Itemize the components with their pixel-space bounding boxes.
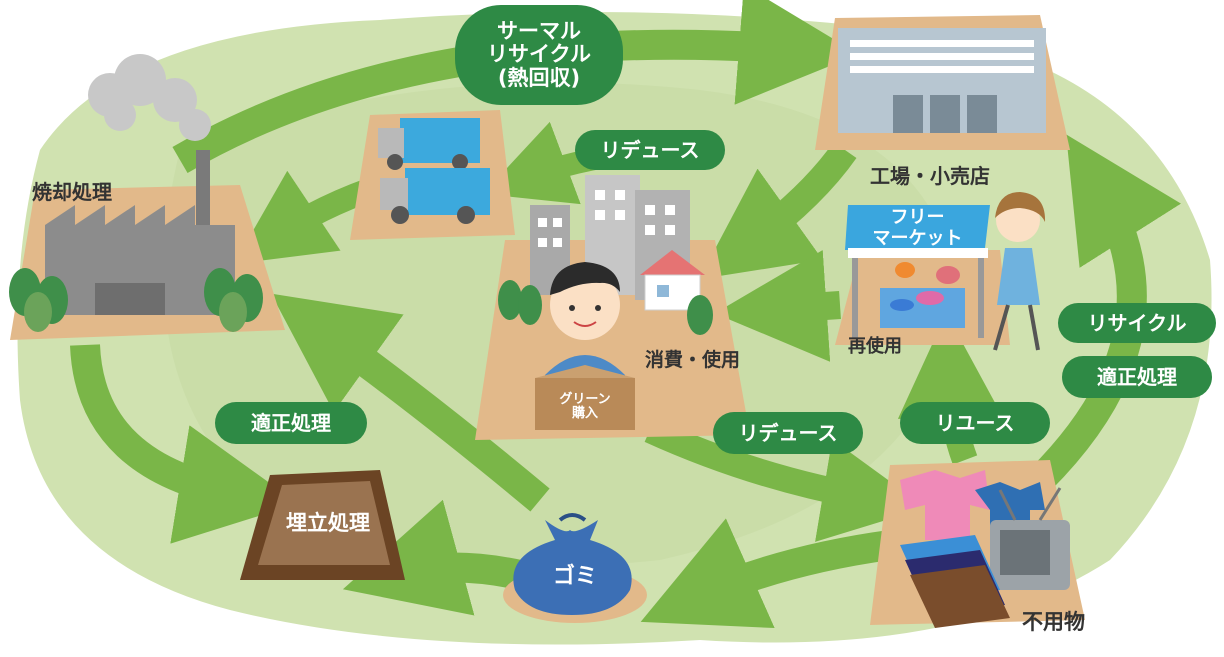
reuse-place-label: 再使用 [848, 336, 902, 357]
consumption-area-illustration [475, 175, 750, 440]
garbage-bag-illustration [503, 513, 647, 623]
garbage-label: ゴミ [552, 564, 597, 589]
flea-market-label: フリー マーケット [872, 207, 963, 249]
reduce-pill-top: リデュース [575, 130, 725, 170]
proper-treatment-pill-right: 適正処理 [1062, 356, 1212, 398]
arrow-unwanted-to-garbage [640, 518, 893, 629]
garbage-trucks-illustration [350, 110, 515, 240]
incineration-label: 焼却処理 [32, 180, 112, 204]
unwanted-label: 不用物 [1022, 610, 1085, 634]
consumption-label: 消費・使用 [645, 349, 741, 371]
incineration-plant-illustration [9, 150, 285, 340]
landfill-illustration [240, 470, 405, 580]
arrow-garbage-to-landfill [342, 499, 524, 616]
smoke-cloud [88, 54, 211, 141]
arrow-reuse-to-consumption [714, 250, 841, 362]
recycle-pill: リサイクル [1058, 303, 1216, 343]
arrow-consumption-to-unwanted [644, 418, 927, 542]
flea-market-illustration [835, 192, 1046, 351]
landfill-label: 埋立処理 [286, 511, 370, 535]
proper-treatment-pill-left: 適正処理 [215, 402, 367, 444]
arrow-incineration-to-landfill [70, 344, 299, 544]
arrow-factory-to-consumption [698, 141, 857, 280]
green-purchase-label: グリーン 購入 [559, 392, 611, 421]
unwanted-items-illustration [870, 460, 1085, 628]
reduce-pill-bottom: リデュース [713, 412, 863, 454]
arrow-garbage-to-incineration [271, 293, 550, 512]
factory-store-illustration [815, 15, 1070, 150]
factory-store-label: 工場・小売店 [870, 164, 990, 188]
reuse-pill: リユース [900, 402, 1050, 444]
thermal-recycling-pill: サーマル リサイクル (熱回収) [455, 5, 623, 105]
